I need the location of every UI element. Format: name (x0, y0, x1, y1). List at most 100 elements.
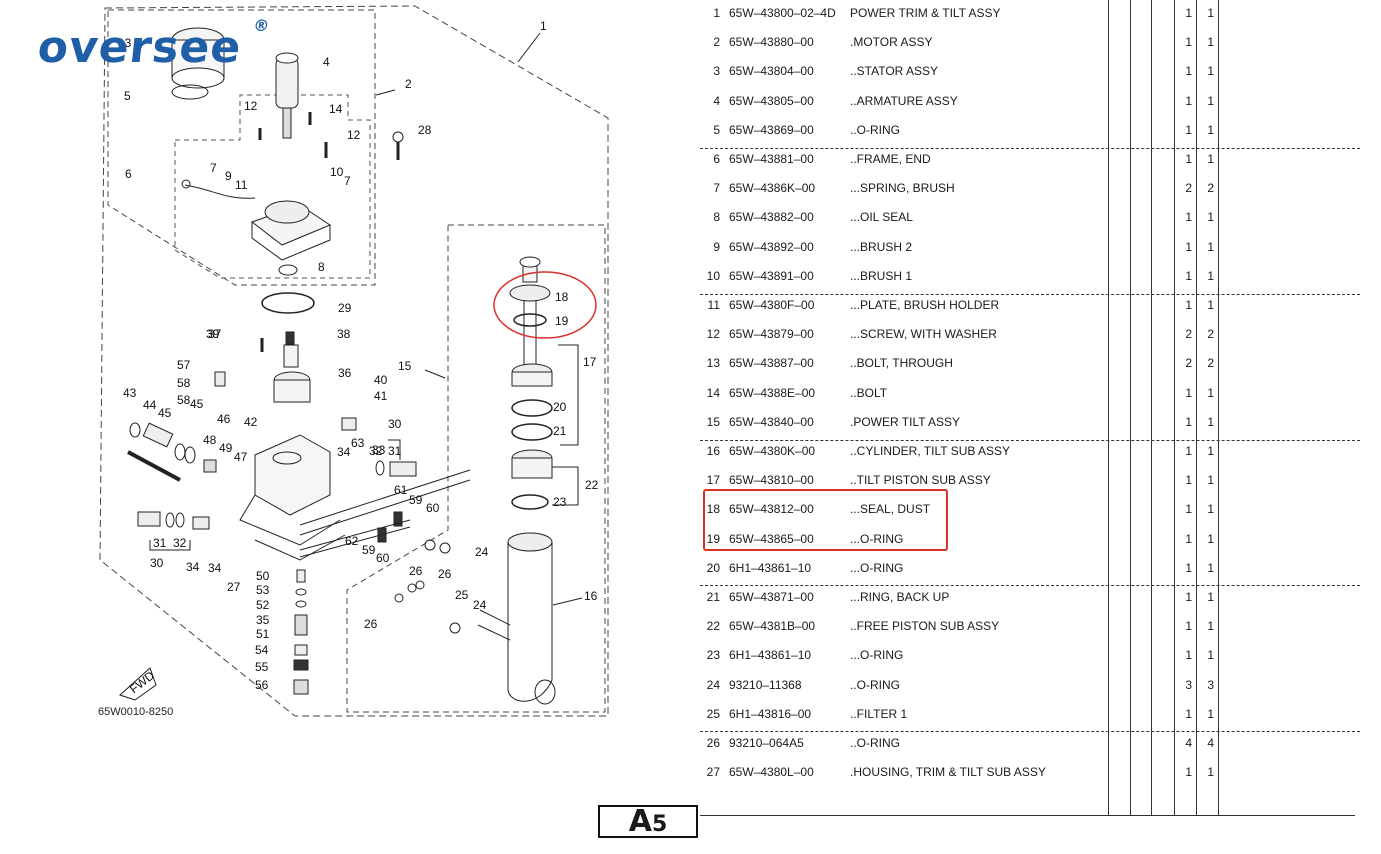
part-description: ...BRUSH 1 (850, 268, 913, 283)
part-number: 6H1–43861–10 (729, 560, 812, 575)
quantity-a: 1 (1185, 6, 1192, 20)
quantity-a: 2 (1185, 356, 1192, 371)
quantity-a: 1 (1185, 210, 1192, 225)
part-number: 65W–43892–00 (729, 239, 814, 254)
callout-label: 4 (323, 55, 330, 69)
callout-label: 31 (153, 536, 167, 550)
item-number: 20 (706, 560, 720, 575)
callout-label: 23 (553, 495, 567, 509)
callout-label: 12 (244, 99, 258, 113)
callout-label: 45 (190, 397, 204, 411)
item-number: 15 (706, 414, 720, 429)
callout-label: 56 (255, 678, 269, 692)
page-number: 5 (651, 812, 668, 837)
item-number: 26 (706, 736, 720, 750)
part-description: POWER TRIM & TILT ASSY (850, 6, 1001, 20)
part-number: 65W–43879–00 (729, 327, 814, 342)
part-number: 65W–43840–00 (729, 414, 814, 429)
part-description: .HOUSING, TRIM & TILT SUB ASSY (850, 765, 1046, 780)
quantity-b: 1 (1207, 64, 1214, 79)
part-description: ..CYLINDER, TILT SUB ASSY (850, 444, 1011, 458)
callout-label: 59 (409, 493, 423, 507)
callout-label: 27 (227, 580, 241, 594)
part-description: ...SEAL, DUST (850, 502, 931, 517)
callout-label: 58 (177, 393, 191, 407)
callout-label: 60 (376, 551, 390, 565)
table-divider (1218, 0, 1219, 815)
part-number: 65W–43865–00 (729, 531, 814, 546)
quantity-b: 1 (1207, 444, 1214, 458)
part-number: 65W–43871–00 (729, 590, 814, 604)
group-separator (700, 731, 1360, 732)
quantity-a: 3 (1185, 677, 1192, 692)
quantity-b: 1 (1207, 531, 1214, 546)
item-number: 1 (713, 6, 720, 20)
quantity-b: 1 (1207, 210, 1214, 225)
part-description: ..O-RING (850, 736, 900, 750)
callout-label: 8 (318, 260, 325, 274)
callout-label: 13 (118, 36, 132, 50)
item-number: 19 (706, 531, 720, 546)
page-letter: A (628, 804, 652, 839)
quantity-b: 2 (1207, 356, 1214, 371)
callout-label: 52 (256, 598, 270, 612)
part-number: 65W–4380K–00 (729, 444, 816, 458)
quantity-b: 1 (1207, 268, 1214, 283)
part-description: ..O-RING (850, 677, 900, 692)
quantity-a: 1 (1185, 64, 1192, 79)
quantity-a: 2 (1185, 181, 1192, 196)
part-number: 65W–4386K–00 (729, 181, 816, 196)
callout-label: 34 (208, 561, 222, 575)
quantity-b: 1 (1207, 93, 1214, 108)
callout-label: 7 (344, 174, 351, 188)
quantity-b: 3 (1207, 677, 1214, 692)
part-description: ...PLATE, BRUSH HOLDER (850, 298, 1000, 312)
item-number: 8 (713, 210, 720, 225)
callout-label: 17 (583, 355, 597, 369)
callout-label: 44 (143, 398, 157, 412)
item-number: 12 (706, 327, 720, 342)
callout-label: 14 (329, 102, 343, 116)
callout-label: 61 (394, 483, 408, 497)
quantity-a: 1 (1185, 502, 1192, 517)
part-description: ...O-RING (850, 560, 904, 575)
quantity-a: 1 (1185, 122, 1192, 137)
part-number: 65W–43804–00 (729, 64, 814, 79)
quantity-a: 1 (1185, 706, 1192, 721)
callout-label: 40 (374, 373, 388, 387)
part-description: ...RING, BACK UP (850, 590, 950, 604)
table-divider (1174, 0, 1175, 815)
quantity-b: 1 (1207, 239, 1214, 254)
callout-label: 32 (369, 444, 383, 458)
callout-label: 30 (388, 417, 402, 431)
callout-label: 43 (123, 386, 137, 400)
quantity-a: 1 (1185, 298, 1192, 312)
callout-label: 15 (398, 359, 412, 373)
callout-label: 63 (351, 436, 365, 450)
item-number: 6 (713, 152, 720, 166)
callout-label: 54 (255, 643, 269, 657)
quantity-a: 1 (1185, 590, 1192, 604)
quantity-b: 1 (1207, 648, 1214, 663)
quantity-a: 1 (1185, 152, 1192, 166)
part-description: .POWER TILT ASSY (850, 414, 961, 429)
part-number: 6H1–43861–10 (729, 648, 812, 663)
quantity-b: 1 (1207, 473, 1214, 488)
item-number: 27 (706, 765, 720, 780)
quantity-b: 1 (1207, 590, 1214, 604)
quantity-b: 1 (1207, 35, 1214, 50)
callout-label: 22 (585, 478, 599, 492)
item-number: 5 (713, 122, 720, 137)
oversee-logo: oversee ® (35, 16, 271, 73)
callout-label: 37 (208, 327, 222, 341)
